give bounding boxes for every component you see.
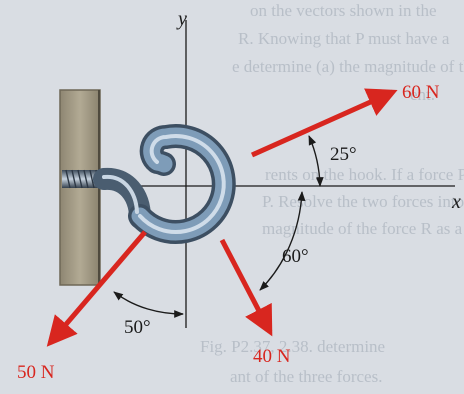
bg-line-5: rents on the hook. If a force P making xyxy=(265,165,464,184)
force-60n-arrow xyxy=(250,88,398,158)
angle-25-label: 25° xyxy=(330,144,357,165)
background-text: on the vectors shown in the R. Knowing t… xyxy=(200,1,464,386)
angle-50-arc xyxy=(113,291,184,318)
force-50n-arrow xyxy=(46,230,147,347)
angle-60-label: 60° xyxy=(282,246,309,267)
hook xyxy=(62,124,236,244)
angle-arcs: 25° 60° 50° xyxy=(113,135,357,338)
angle-60-arc xyxy=(259,191,306,291)
bg-line-7: magnitude of the force R as a function xyxy=(262,219,464,238)
angle-25-arc xyxy=(308,135,324,187)
force-60n-label: 60 N xyxy=(402,82,440,103)
bg-line-2: R. Knowing that P must have a xyxy=(238,29,450,48)
forces: 60 N 40 N 50 N xyxy=(17,82,440,383)
bg-line-6: P. Resolve the two forces into a xyxy=(262,192,464,211)
bg-line-9: ant of the three forces. xyxy=(230,367,382,386)
bg-line-3: e determine (a) the magnitude of the xyxy=(232,57,464,76)
y-axis-label: y xyxy=(176,8,187,30)
force-50n-label: 50 N xyxy=(17,362,55,383)
angle-50-label: 50° xyxy=(124,317,151,338)
bg-line-4: ent. xyxy=(410,85,435,104)
bg-line-8: Fig. P2.37, 2.38. determine xyxy=(200,337,385,356)
x-axis-label: x xyxy=(451,191,461,213)
hook-bend-highlight xyxy=(102,174,139,214)
hook-ring-highlight xyxy=(138,134,226,234)
axes: y x xyxy=(100,8,461,328)
bg-line-1: on the vectors shown in the xyxy=(250,1,437,20)
force-40n-label: 40 N xyxy=(253,346,291,367)
force-40n-arrow xyxy=(219,238,273,337)
